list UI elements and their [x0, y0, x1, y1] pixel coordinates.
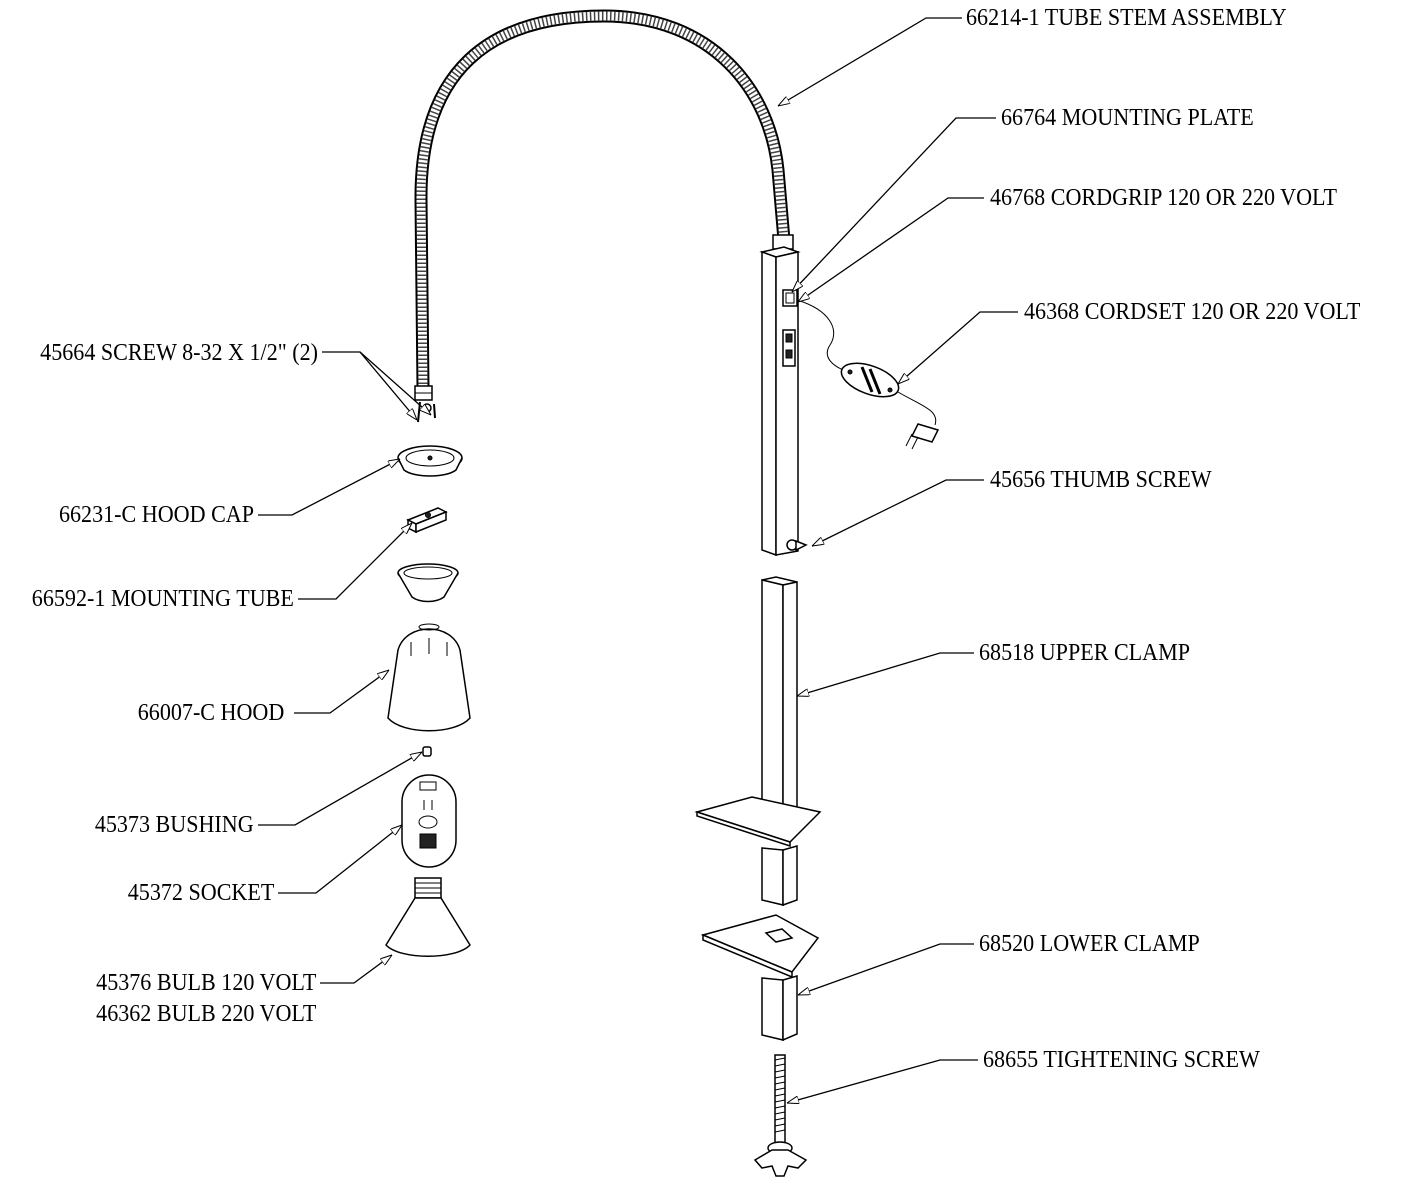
cordset [796, 299, 940, 450]
label-hood: 66007-C HOOD [137, 700, 284, 726]
label-bulb-220: 46362 BULB 220 VOLT [95, 1001, 316, 1027]
reflector-cone [397, 563, 459, 603]
label-mounting-plate: 66764 MOUNTING PLATE [1001, 105, 1254, 131]
hood-cap [397, 445, 463, 477]
label-upper-clamp: 68518 UPPER CLAMP [979, 640, 1191, 666]
bulb [385, 877, 471, 957]
socket [401, 774, 457, 868]
tightening-screw [753, 1054, 808, 1177]
label-mounting-tube: 66592-1 MOUNTING TUBE [31, 586, 294, 612]
label-cordset: 46368 CORDSET 120 OR 220 VOLT [1024, 299, 1361, 325]
label-bulb-120: 45376 BULB 120 VOLT [95, 970, 316, 996]
mounting-tube [406, 507, 448, 534]
hood [387, 623, 471, 732]
label-screw: 45664 SCREW 8-32 X 1/2" (2) [40, 340, 318, 366]
label-thumb-screw: 45656 THUMB SCREW [990, 467, 1212, 493]
label-tube-stem-assembly: 66214-1 TUBE STEM ASSEMBLY [966, 5, 1287, 31]
upper-clamp [694, 576, 822, 907]
label-tightening-screw: 68655 TIGHTENING SCREW [983, 1047, 1260, 1073]
stem-column [759, 246, 808, 557]
bushing [422, 746, 432, 757]
label-lower-clamp: 68520 LOWER CLAMP [979, 931, 1200, 957]
gooseneck-tube [414, 9, 794, 401]
leader-lines [258, 17, 1018, 1103]
label-hood-cap: 66231-C HOOD CAP [58, 502, 254, 528]
label-cordgrip: 46768 CORDGRIP 120 OR 220 VOLT [990, 185, 1337, 211]
label-bushing: 45373 BUSHING [95, 812, 254, 838]
lower-clamp [700, 914, 820, 1042]
label-socket: 45372 SOCKET [127, 880, 274, 906]
